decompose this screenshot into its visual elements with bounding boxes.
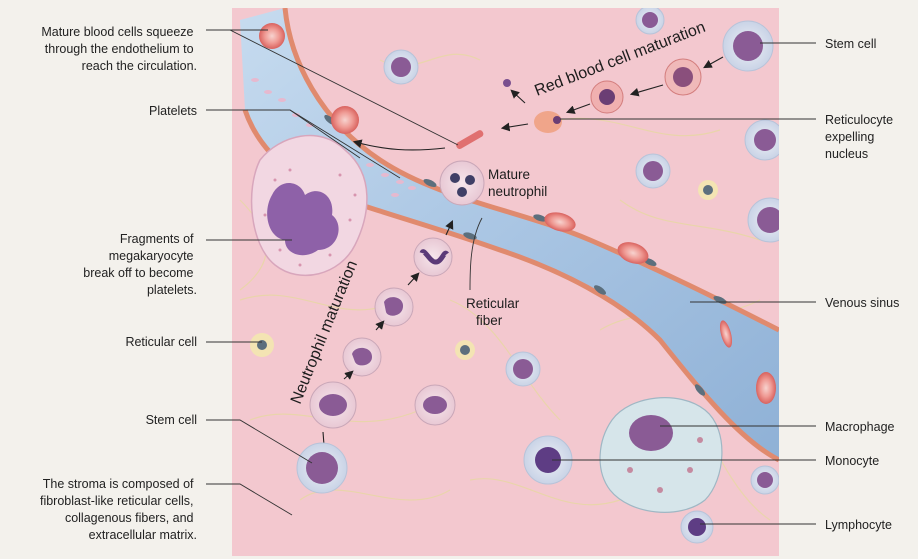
stem-cell-right-label: Stem cell: [825, 37, 876, 51]
macrophage-label: Macrophage: [825, 420, 895, 434]
fragments-line3: break off to become: [83, 266, 193, 280]
lymphocyte-label: Lymphocyte: [825, 518, 892, 532]
mature-neutrophil-line2: neutrophil: [488, 184, 547, 199]
monocyte-label: Monocyte: [825, 454, 879, 468]
stroma-line1: The stroma is composed of: [43, 477, 194, 491]
reticular-cell-label: Reticular cell: [125, 335, 197, 349]
venous-sinus-label: Venous sinus: [825, 296, 899, 310]
megakaryocyte: [252, 136, 367, 276]
reticulocyte-line2: expelling: [825, 130, 874, 144]
stroma-line4: extracellular matrix.: [89, 528, 197, 542]
stem-cell-left-label: Stem cell: [146, 413, 197, 427]
stroma-line3: collagenous fibers, and: [65, 511, 194, 525]
fragments-line1: Fragments of: [120, 232, 194, 246]
fragments-line2: megakaryocyte: [109, 249, 194, 263]
reticular-fiber-line1: Reticular: [466, 296, 520, 311]
fragments-label: Fragments of megakaryocyte break off to …: [83, 232, 197, 297]
fragments-line4: platelets.: [147, 283, 197, 297]
mature-cells-label: Mature blood cells squeeze through the e…: [41, 25, 197, 73]
reticular-fiber-line2: fiber: [476, 313, 503, 328]
mature-cells-line1: Mature blood cells squeeze: [41, 25, 193, 39]
reticulocyte-line3: nucleus: [825, 147, 868, 161]
stem-cell-bottom: [297, 443, 347, 493]
platelets-label: Platelets: [149, 104, 197, 118]
stroma-label: The stroma is composed of fibroblast-lik…: [40, 477, 197, 542]
macrophage: [600, 398, 722, 513]
stroma-line2: fibroblast-like reticular cells,: [40, 494, 194, 508]
reticulocyte-label: Reticulocyte expelling nucleus: [825, 113, 897, 161]
mature-neutrophil-line1: Mature: [488, 167, 530, 182]
mature-cells-line2: through the endothelium to: [45, 42, 194, 56]
mature-cells-line3: reach the circulation.: [82, 59, 197, 73]
reticulocyte-line1: Reticulocyte: [825, 113, 893, 127]
tissue-panel: [232, 6, 792, 556]
